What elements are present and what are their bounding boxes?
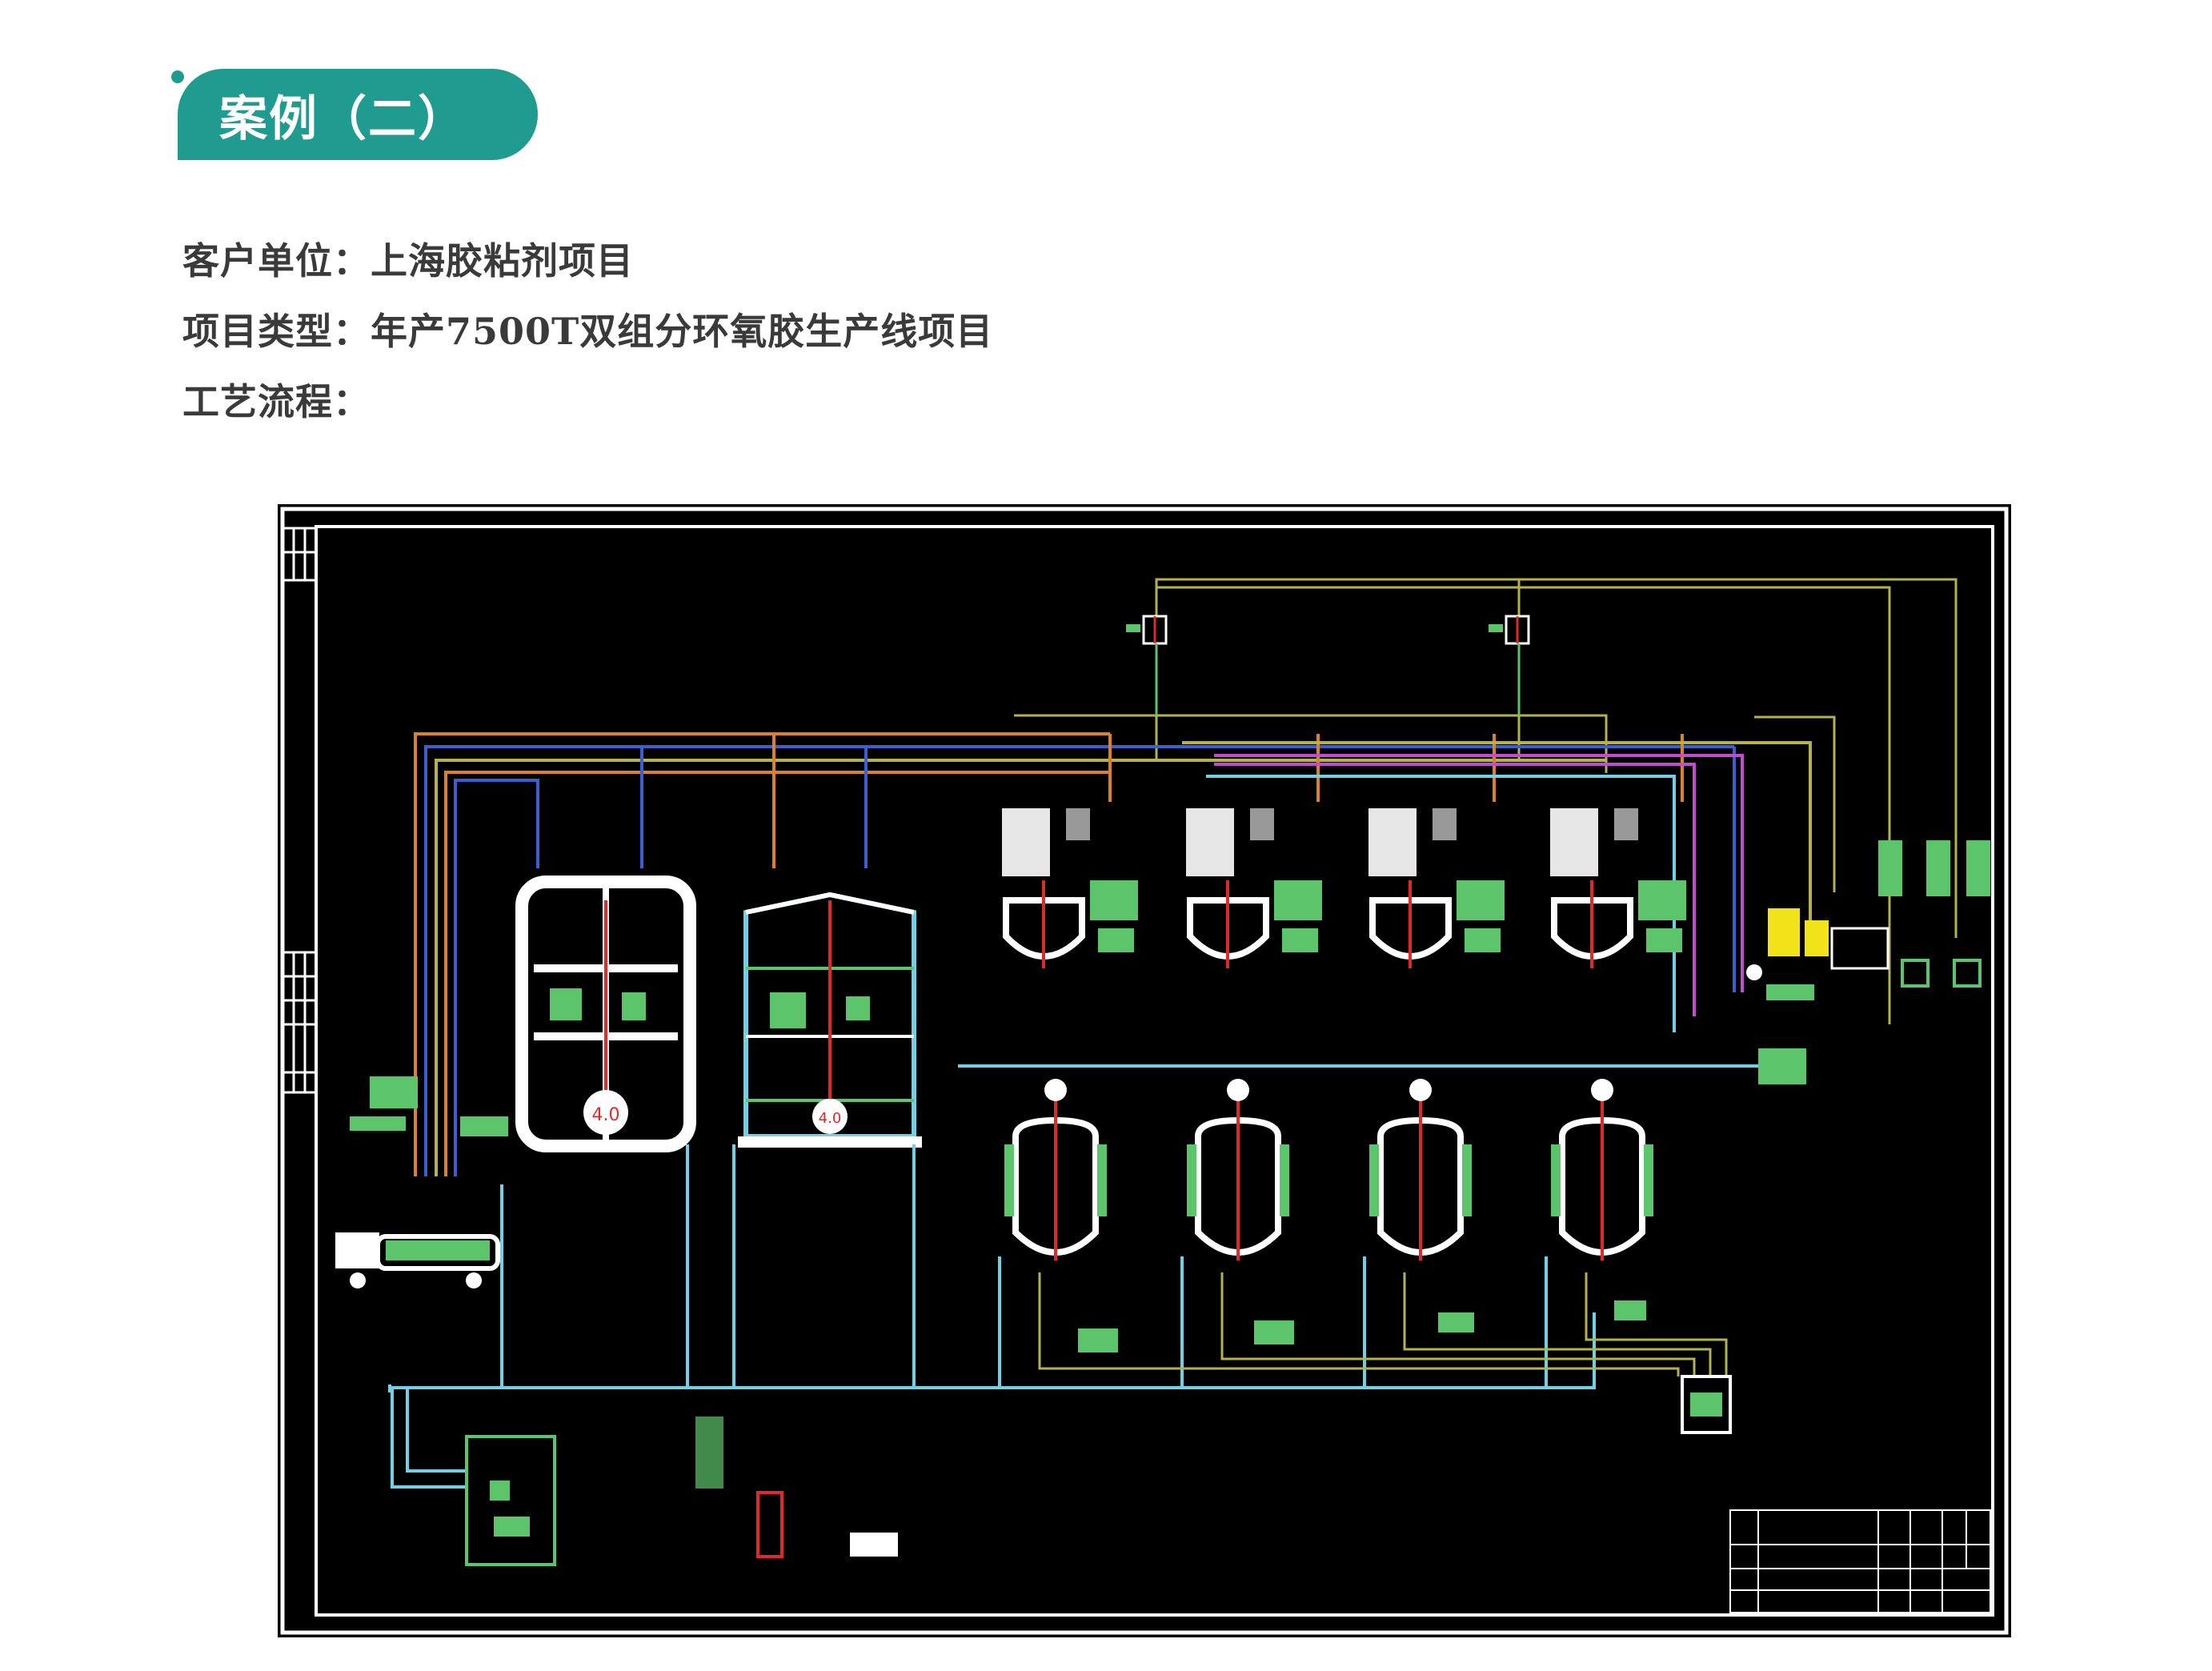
reactor-row-lower — [1012, 1116, 1645, 1256]
process-line: 工艺流程： — [182, 373, 371, 426]
filling-station — [1681, 1375, 1732, 1434]
client-value: 上海胶粘剂项目 — [371, 239, 634, 283]
tanker-truck — [335, 1232, 500, 1288]
storage-tank-right: 4.0 — [738, 892, 922, 1148]
reactor-agitators — [1054, 1080, 1604, 1260]
client-line: 客户单位：上海胶粘剂项目 — [182, 232, 634, 285]
type-line: 项目类型：年产7500T双组分环氧胶生产线项目 — [182, 303, 993, 355]
product-lines — [1038, 1272, 1728, 1376]
reactor-jackets — [1004, 1144, 1653, 1216]
client-label: 客户单位： — [182, 239, 371, 283]
process-flow-diagram: 4.0 4.0 — [278, 504, 2011, 1637]
title-block — [1729, 1509, 1991, 1613]
heading-dot — [171, 70, 184, 83]
process-label: 工艺流程： — [182, 380, 371, 423]
tank-left-label: 4.0 — [592, 1105, 620, 1125]
reactor-tops — [1044, 1079, 1613, 1101]
inner-border — [315, 525, 1994, 1617]
storage-tank-left: 4.0 — [515, 876, 696, 1152]
tank-right-label: 4.0 — [819, 1110, 842, 1127]
heading-text: 案例（二） — [219, 90, 467, 147]
right-equipment — [1746, 908, 1982, 988]
outer-border — [280, 507, 2009, 1635]
type-value: 年产7500T双组分环氧胶生产线项目 — [371, 310, 994, 353]
top-filter-units — [1126, 615, 1530, 715]
return-header — [388, 1144, 1596, 1489]
diagram-background — [278, 504, 2011, 1637]
section-heading: 案例（二） — [178, 69, 538, 160]
left-margin-ticks — [283, 527, 316, 1094]
label-blocks — [350, 840, 1990, 1352]
reactor-row-upper — [1002, 808, 1686, 968]
lower-left-equipment — [465, 1417, 898, 1566]
type-label: 项目类型： — [182, 310, 371, 353]
